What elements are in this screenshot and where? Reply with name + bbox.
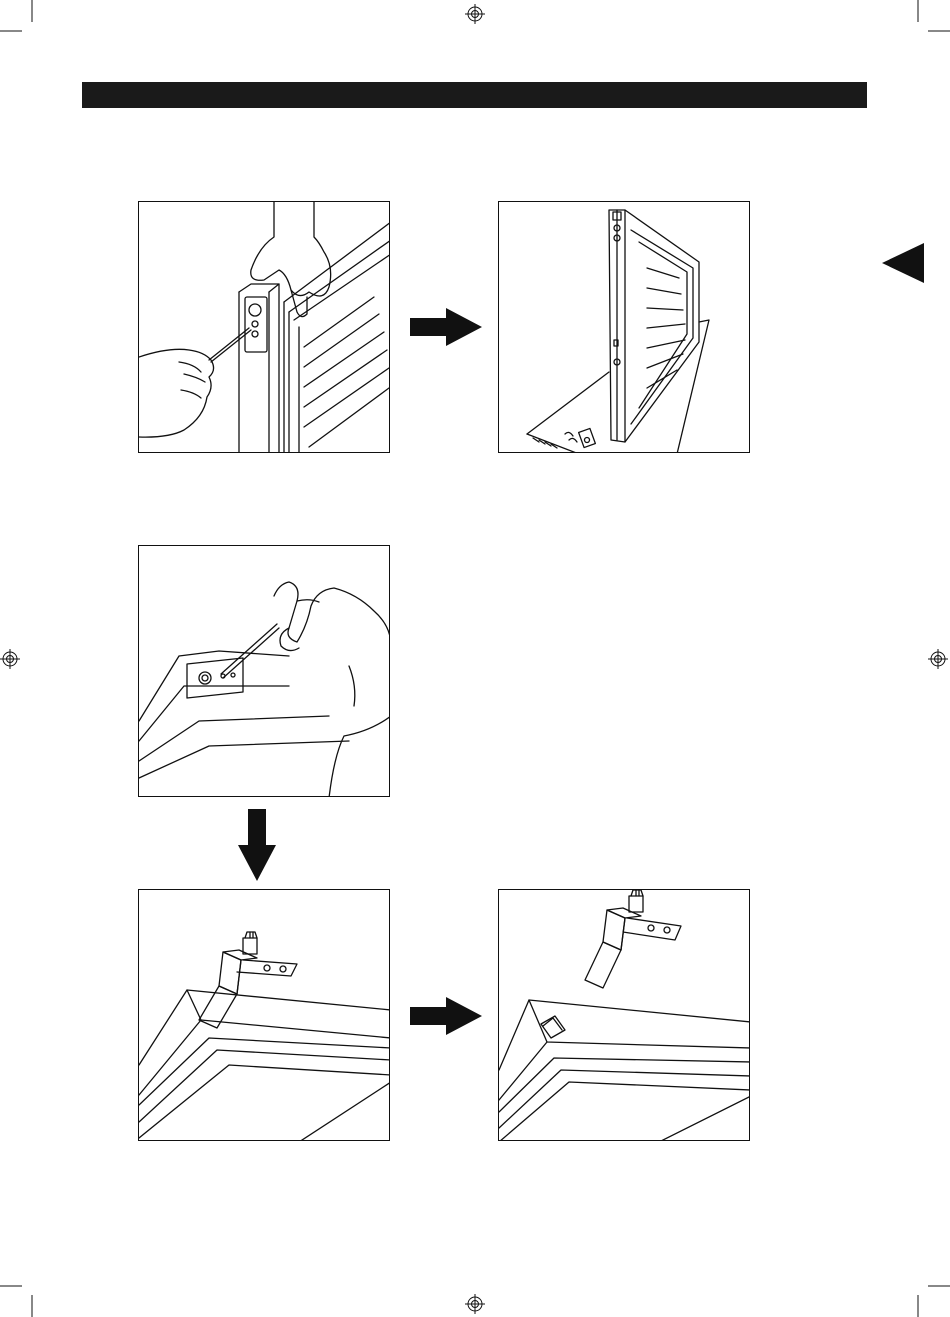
hinge-pin-removed-from-door-icon	[499, 890, 750, 1141]
registration-mark-bottom	[465, 1294, 485, 1314]
door-lifted-with-cover-removed-icon	[499, 202, 750, 453]
registration-mark-right	[928, 649, 948, 669]
hinge-pin-in-door-icon	[139, 890, 390, 1141]
hand-screwdriver-unscrewing-hinge-icon	[139, 546, 390, 797]
hand-screwdriver-removing-cover-icon	[139, 202, 390, 453]
step-4-panel	[138, 889, 390, 1141]
section-header-bar	[82, 82, 867, 108]
registration-mark-left	[0, 649, 20, 669]
step-2-panel	[498, 201, 750, 453]
arrow-right-icon	[410, 308, 482, 346]
step-1-panel	[138, 201, 390, 453]
arrow-down-icon	[238, 809, 276, 881]
step-3-panel	[138, 545, 390, 797]
registration-mark-top	[465, 4, 485, 24]
arrow-right-icon	[410, 997, 482, 1035]
triangle-left-icon	[882, 243, 924, 283]
step-5-panel	[498, 889, 750, 1141]
